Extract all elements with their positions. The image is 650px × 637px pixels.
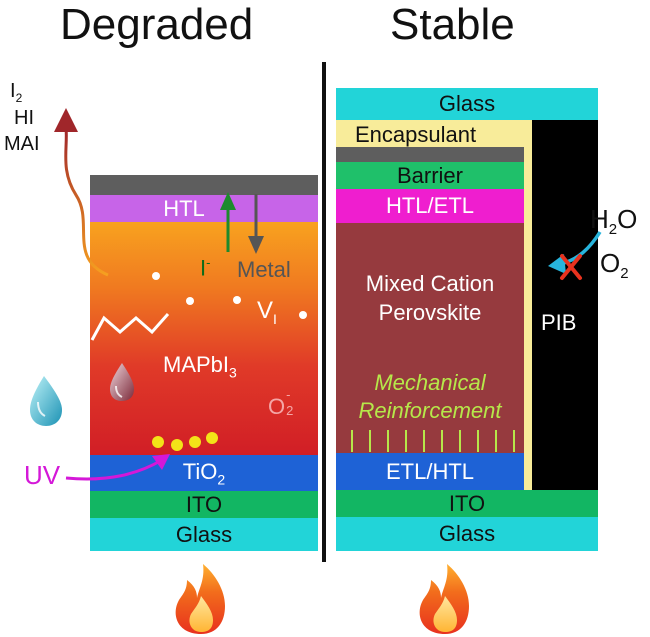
right-encapsulant-layer bbox=[336, 120, 532, 147]
mechanical-label: Mechanical bbox=[374, 370, 486, 395]
left-ito-label: ITO bbox=[185, 491, 223, 517]
uv-label: UV bbox=[24, 460, 61, 490]
hi-label: HI bbox=[14, 107, 34, 129]
left-tio2-layer: TiO2 bbox=[90, 455, 318, 491]
left-glass-layer: Glass bbox=[90, 518, 318, 551]
right-ito-label: ITO bbox=[448, 490, 486, 516]
left-htl-layer: HTL bbox=[90, 195, 318, 222]
divider bbox=[322, 62, 326, 562]
right-barrier-layer: Barrier bbox=[336, 162, 524, 189]
mixed-cation-label: Mixed Cation bbox=[365, 271, 495, 296]
right-glass-bottom-label: Glass bbox=[438, 521, 496, 546]
h2o-label: H2O bbox=[590, 204, 638, 239]
iodide-label: I- bbox=[200, 255, 211, 281]
perovskite-right-label: Perovskite bbox=[378, 300, 482, 325]
left-htl-label: HTL bbox=[163, 195, 205, 221]
left-glass-label: Glass bbox=[175, 521, 233, 547]
left-tio2-label: TiO2 bbox=[182, 458, 226, 488]
metal-label: Metal bbox=[237, 257, 291, 282]
title-stable: Stable bbox=[390, 0, 515, 49]
htl-etl-label: HTL/ETL bbox=[385, 193, 475, 218]
right-glass-bottom-layer: Glass bbox=[336, 517, 598, 551]
right-htl-etl-layer: HTL/ETL bbox=[336, 189, 524, 223]
right-gray-cap bbox=[336, 147, 524, 162]
barrier-label: Barrier bbox=[396, 162, 463, 188]
right-glass-top-label: Glass bbox=[438, 91, 496, 116]
encapsulant-label: Encapsulant bbox=[355, 122, 477, 147]
right-etl-htl-layer: ETL/HTL bbox=[336, 453, 524, 490]
left-gray-cap bbox=[90, 175, 318, 195]
water-drop-icon bbox=[30, 376, 62, 426]
reinforcement-label: Reinforcement bbox=[358, 398, 502, 423]
i2-label: I2 bbox=[10, 80, 23, 105]
right-yellow-edge bbox=[524, 147, 532, 490]
perovskite-label: MAPbI3 bbox=[163, 352, 237, 381]
o2-label: O2 bbox=[600, 248, 629, 283]
flame-icon bbox=[419, 564, 469, 634]
mai-label: MAI bbox=[4, 133, 40, 155]
pib-label: PIB bbox=[541, 310, 577, 335]
vacancy-label: VI bbox=[257, 297, 277, 327]
left-ito-layer: ITO bbox=[90, 491, 318, 518]
flame-icon bbox=[175, 564, 225, 634]
superoxide-label: O-2 bbox=[268, 387, 294, 419]
etl-htl-label: ETL/HTL bbox=[385, 458, 475, 484]
right-perovskite-layer bbox=[336, 223, 524, 453]
right-ito-layer: ITO bbox=[336, 490, 598, 517]
title-degraded: Degraded bbox=[60, 0, 254, 49]
pib-block bbox=[532, 120, 598, 490]
right-glass-top-layer: Glass bbox=[336, 88, 598, 120]
